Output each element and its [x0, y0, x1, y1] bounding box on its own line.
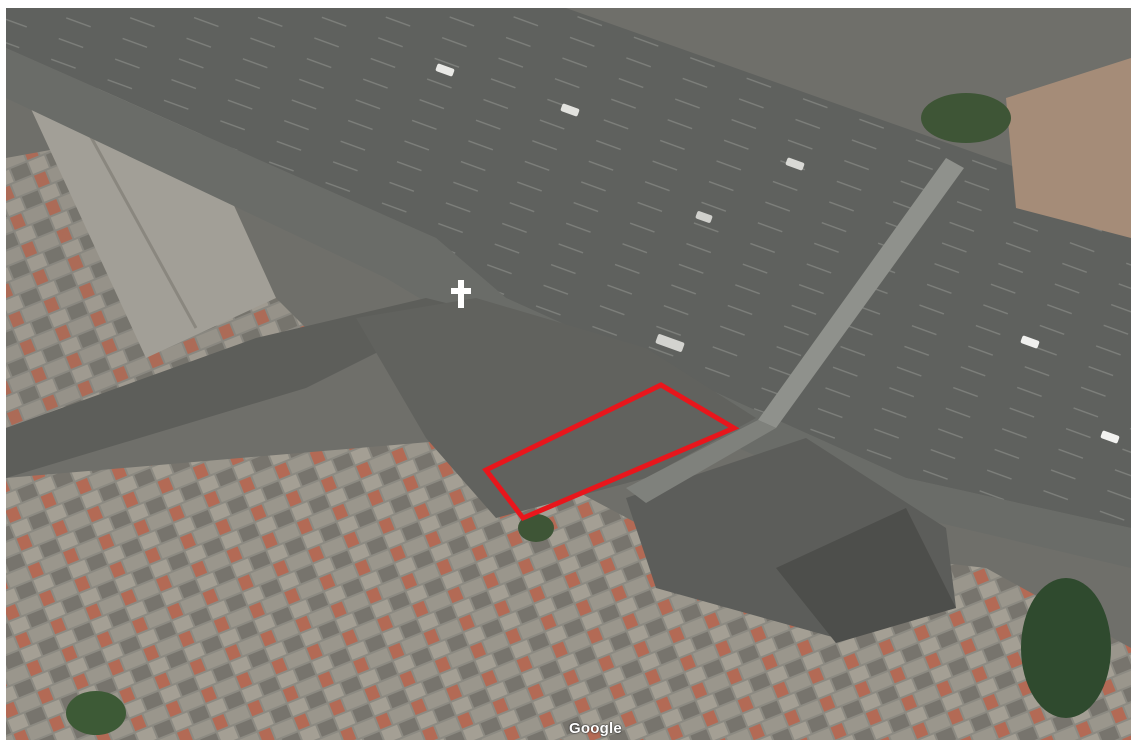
pedestrian-ramp [626, 420, 776, 503]
highway [6, 8, 1131, 528]
car [1100, 430, 1120, 444]
car [435, 63, 455, 77]
vegetation [1021, 578, 1111, 718]
google-attribution: Google [569, 720, 622, 737]
car [695, 211, 713, 223]
car [560, 103, 580, 117]
car [655, 334, 685, 352]
highlighted-parcel[interactable] [482, 382, 740, 522]
vegetation [921, 93, 1011, 143]
pedestrian-bridge [758, 158, 964, 428]
side-road [6, 298, 466, 478]
warehouse-roof [26, 78, 276, 358]
residential-block [6, 438, 1131, 740]
car [785, 157, 805, 171]
grey-building-roof [776, 508, 956, 643]
open-field [1006, 58, 1131, 238]
car [1020, 335, 1040, 349]
pin-cross-icon[interactable] [451, 280, 471, 308]
vegetation [518, 514, 554, 542]
satellite-map[interactable]: Google [6, 8, 1131, 740]
highway [6, 48, 1131, 568]
satellite-imagery[interactable] [6, 8, 1131, 740]
vegetation [66, 691, 126, 735]
